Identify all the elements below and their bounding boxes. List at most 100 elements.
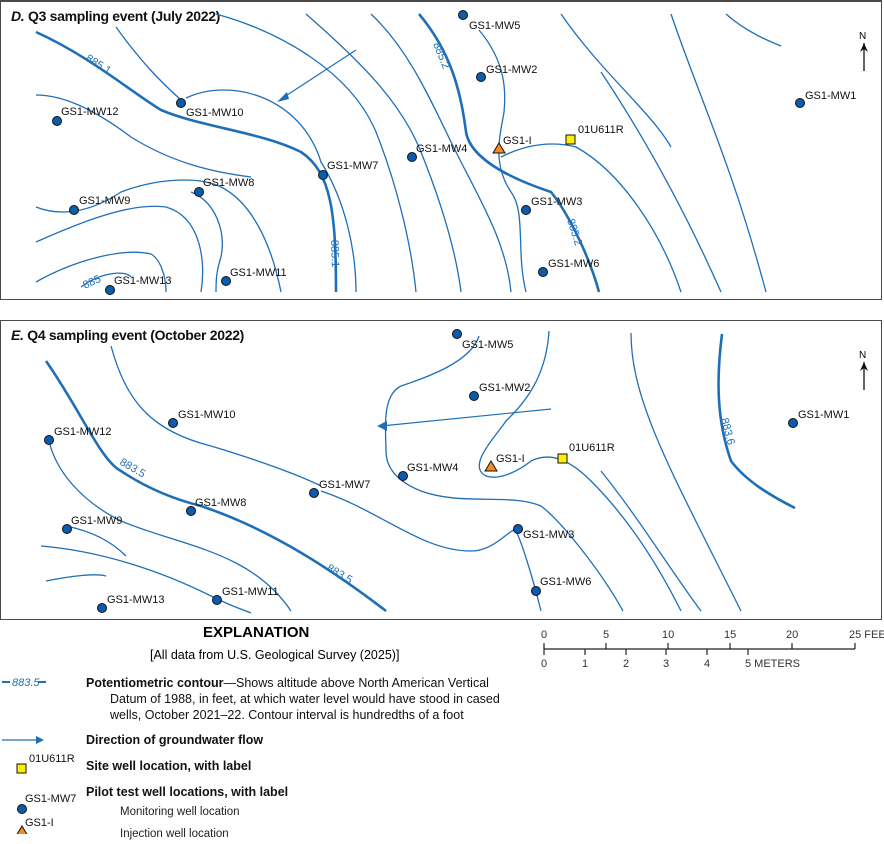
scale-tick-label: 0 [541, 658, 547, 670]
legend-contour-title: Potentiometric contour [86, 676, 224, 690]
well-gs1-mw12[interactable]: GS1-MW12 [52, 106, 119, 126]
well-gs1-mw10[interactable]: GS1-MW10 [168, 409, 236, 428]
svg-text:GS1-MW12: GS1-MW12 [61, 106, 118, 118]
well-gs1-mw4[interactable]: GS1-MW4 [407, 143, 468, 162]
well-gs1-mw5[interactable]: GS1-MW5 [452, 329, 514, 352]
contour-line [35, 251, 167, 293]
well-gs1-mw3[interactable]: GS1-MW3 [521, 196, 583, 215]
legend-injection: Injection well location [120, 828, 229, 840]
scale-tick-label: 1 [582, 658, 588, 670]
contour-map: 885.1 885.2 885.1 885.2 885 GS1-MW5 GS1-… [35, 10, 857, 295]
groundwater-flow-arrow [280, 49, 357, 100]
well-gs1-mw2[interactable]: GS1-MW2 [469, 382, 531, 401]
contour-line [384, 335, 624, 612]
contour-line [717, 333, 796, 510]
svg-text:GS1-MW7: GS1-MW7 [319, 479, 370, 491]
svg-text:GS1-MW3: GS1-MW3 [531, 196, 582, 208]
legend-monitoring: Monitoring well location [120, 806, 240, 818]
svg-text:GS1-MW4: GS1-MW4 [407, 462, 458, 474]
well-gs1-mw1[interactable]: GS1-MW1 [795, 90, 857, 108]
well-gs1-mw7[interactable]: GS1-MW7 [309, 479, 371, 498]
svg-text:GS1-MW12: GS1-MW12 [54, 426, 111, 438]
svg-text:01U611R: 01U611R [29, 753, 75, 765]
well-gs1-mw6[interactable]: GS1-MW6 [531, 576, 592, 596]
svg-text:GS1-MW6: GS1-MW6 [548, 258, 599, 270]
scale-tick-label: 2 [623, 658, 629, 670]
svg-text:GS1-MW7: GS1-MW7 [25, 793, 76, 805]
well-gs1-mw1[interactable]: GS1-MW1 [788, 409, 850, 428]
contour-label: 883.5 [325, 562, 355, 586]
contour-line [48, 440, 292, 612]
well-01u611r[interactable]: 01U611R [557, 442, 615, 464]
well-gs1-mw10[interactable]: GS1-MW10 [176, 98, 244, 120]
legend-contour-desc: Datum of 1988, in feet, at which water l… [110, 692, 500, 706]
scale-bar: 0 5 10 15 20 25 FEET 0 1 2 3 4 5 METERS [541, 629, 884, 670]
well-gs1-mw13[interactable]: GS1-MW13 [97, 594, 165, 613]
svg-text:GS1-MW9: GS1-MW9 [71, 515, 122, 527]
panel-letter: D. [11, 8, 25, 24]
contour-map: 883.6 883.5 883.5 GS1-MW5 GS1-MW2 GS1-MW… [40, 329, 850, 614]
well-gs1-mw13[interactable]: GS1-MW13 [105, 275, 172, 295]
contour-label: 883.6 [718, 417, 737, 447]
svg-text:GS1-MW8: GS1-MW8 [203, 177, 254, 189]
map-panel-d: D. Q3 sampling event (July 2022) 885.1 8… [0, 0, 882, 300]
well-gs1-i[interactable]: GS1-I [484, 453, 525, 472]
contour-label: 885.2 [564, 217, 584, 247]
well-gs1-mw8[interactable]: GS1-MW8 [186, 497, 247, 516]
legend-pilot-title: Pilot test well locations, with label [86, 785, 289, 799]
well-gs1-mw2[interactable]: GS1-MW2 [476, 64, 538, 82]
svg-text:GS1-MW10: GS1-MW10 [186, 107, 243, 119]
svg-text:GS1-MW2: GS1-MW2 [486, 64, 537, 76]
contour-line [35, 94, 252, 178]
contour-line [500, 143, 682, 293]
well-gs1-mw8[interactable]: GS1-MW8 [194, 177, 255, 197]
svg-text:GS1-I: GS1-I [25, 817, 54, 829]
svg-text:GS1-MW9: GS1-MW9 [79, 195, 130, 207]
well-gs1-mw11[interactable]: GS1-MW11 [221, 267, 287, 286]
contour-line [65, 525, 127, 557]
svg-text:GS1-MW8: GS1-MW8 [195, 497, 246, 509]
legend-pilot: Pilot test well locations, with label [86, 785, 288, 799]
well-gs1-mw12[interactable]: GS1-MW12 [44, 426, 112, 445]
svg-text:GS1-MW11: GS1-MW11 [230, 267, 287, 279]
contour-label: 885.1 [83, 52, 113, 77]
well-gs1-mw11[interactable]: GS1-MW11 [212, 586, 279, 605]
legend-symbols: 883.5 01U611R GS1-MW7 GS1-I [2, 677, 76, 834]
groundwater-flow-arrow [380, 408, 552, 427]
panel-letter: E. [11, 327, 24, 343]
contour-line [215, 13, 417, 293]
flow-arrowhead-icon [377, 421, 387, 431]
contour-line [478, 330, 682, 612]
svg-text:01U611R: 01U611R [578, 124, 624, 136]
svg-text:N: N [859, 31, 866, 42]
well-gs1-mw5[interactable]: GS1-MW5 [458, 10, 521, 33]
svg-text:GS1-MW4: GS1-MW4 [416, 143, 467, 155]
legend-flow: Direction of groundwater flow [86, 733, 263, 747]
scale-tick-label: 15 [724, 629, 736, 641]
svg-text:01U611R: 01U611R [569, 442, 615, 454]
contour-label: 885.2 [430, 41, 451, 71]
injection-well-icon [16, 825, 28, 834]
well-gs1-mw4[interactable]: GS1-MW4 [398, 462, 459, 481]
monitoring-well-icon [17, 804, 27, 814]
legend-contour-desc: —Shows altitude above North American Ver… [223, 676, 489, 690]
contour-line [725, 13, 782, 47]
svg-text:GS1-MW5: GS1-MW5 [469, 20, 520, 32]
well-gs1-i[interactable]: GS1-I [492, 135, 532, 154]
svg-text:N: N [859, 350, 866, 361]
contour-line [600, 71, 722, 293]
north-arrow-icon: N [856, 29, 872, 78]
well-gs1-mw9[interactable]: GS1-MW9 [69, 195, 131, 215]
well-gs1-mw9[interactable]: GS1-MW9 [62, 515, 123, 534]
well-gs1-mw6[interactable]: GS1-MW6 [538, 258, 600, 277]
contour-line [115, 26, 182, 101]
well-01u611r[interactable]: 01U611R [565, 124, 624, 145]
contour-line [80, 272, 132, 288]
well-gs1-mw3[interactable]: GS1-MW3 [513, 524, 575, 542]
well-gs1-mw7[interactable]: GS1-MW7 [318, 160, 379, 180]
panel-title: D. Q3 sampling event (July 2022) [11, 8, 220, 24]
svg-text:GS1-MW13: GS1-MW13 [114, 275, 171, 287]
contour-line [305, 13, 462, 293]
contour-line [40, 545, 252, 614]
contour-line [44, 360, 387, 613]
